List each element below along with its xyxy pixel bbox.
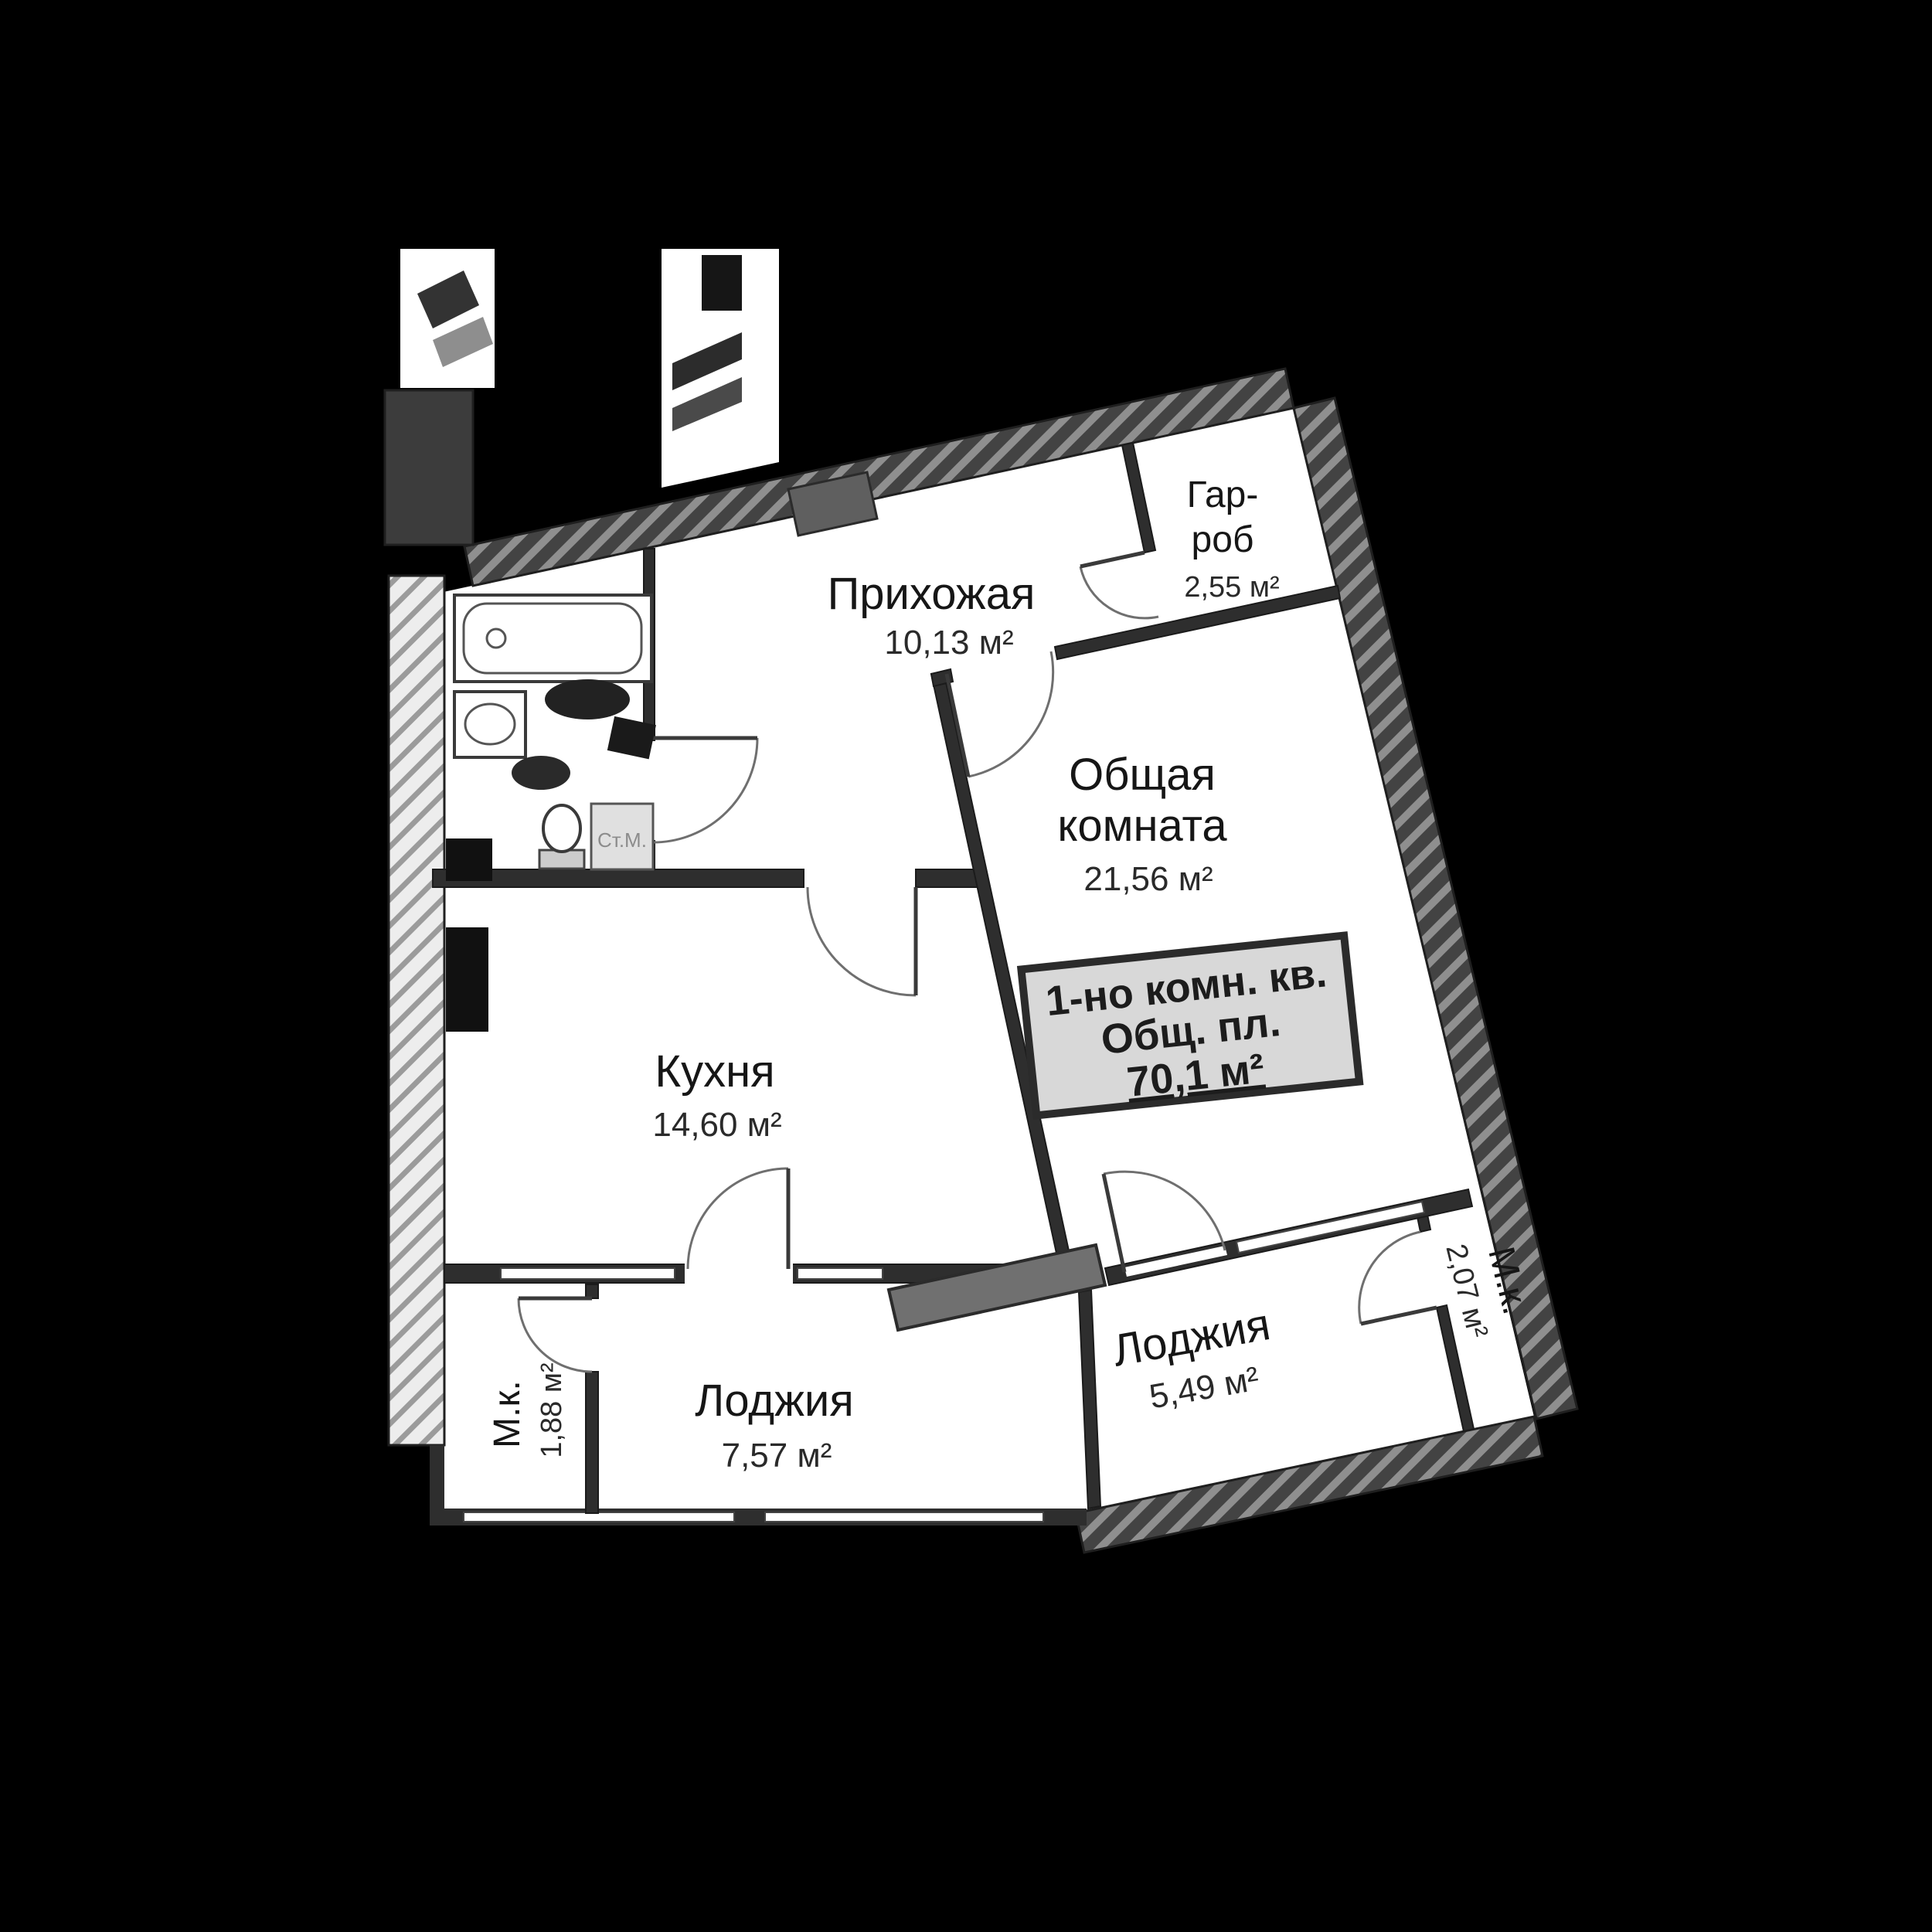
room-label-hallway: Прихожая 10,13 м² [828, 569, 1036, 662]
vent-shaft-2 [446, 927, 488, 1032]
info-box-frame [1016, 931, 1364, 1120]
left-wall [387, 574, 446, 1447]
living-name-1: Общая [1069, 750, 1216, 800]
loggia-left-area: 7,57 м² [722, 1437, 832, 1475]
top-left-wall-block [383, 389, 474, 546]
mk-left-name: М.к. [487, 1380, 528, 1448]
balcony-slab [886, 1243, 1107, 1332]
mk-left-door [517, 1296, 593, 1373]
living-room-door [944, 651, 1055, 778]
fixture-shape [512, 756, 570, 790]
room-label-mk-left: М.к. 1,88 м² [487, 1362, 568, 1458]
kitchen-name: Кухня [655, 1046, 774, 1097]
wardrobe-door [1079, 550, 1159, 620]
doors [517, 550, 1437, 1373]
room-label-loggia-left: Лоджия 7,57 м² [695, 1376, 854, 1475]
vanity-shape [545, 679, 630, 719]
washing-machine-label: Ст.М. [597, 828, 647, 852]
mk-left-wall-upper [585, 1284, 599, 1299]
wardrobe-name-2: роб [1192, 519, 1254, 560]
washing-machine [590, 802, 655, 871]
mk-right-wall-lower [1435, 1304, 1475, 1433]
exterior-entry-graphics [400, 249, 779, 488]
gray-slabs [787, 471, 1107, 1332]
hallway-area: 10,13 м² [884, 624, 1013, 662]
kitchen-door [806, 886, 918, 997]
shaft-slab [787, 471, 879, 537]
living-area: 21,56 м² [1083, 860, 1213, 898]
living-loggia-door [1101, 1170, 1226, 1273]
bathtub-drain [485, 628, 507, 649]
vent-shaft-1 [446, 838, 492, 881]
bathroom-door [652, 736, 759, 844]
living-room-top-wall [1053, 584, 1342, 661]
hallway-name: Прихожая [828, 569, 1036, 619]
kitchen-hallway-wall-stub [915, 869, 978, 888]
loggia-left-name: Лоджия [695, 1376, 854, 1426]
left-lower-wall [430, 1445, 444, 1526]
room-label-living: Общая комната 21,56 м² [1057, 750, 1227, 898]
apartment-info-box: 1-но комн. кв. Общ. пл. 70,1 м² [1016, 931, 1364, 1120]
wardrobe-left-wall [1121, 441, 1157, 554]
wardrobe-name-1: Гар- [1187, 474, 1259, 515]
living-name-2: комната [1057, 801, 1227, 851]
room-label-wardrobe: Гар- роб 2,55 м² [1184, 474, 1279, 604]
right-wall [1292, 396, 1579, 1420]
living-loggia-glazing [1104, 1188, 1474, 1287]
bathroom-fixtures: Ст.М. [453, 594, 656, 871]
outer-walls [383, 367, 1579, 1554]
wardrobe-area: 2,55 м² [1184, 571, 1279, 604]
room-labels: Прихожая 10,13 м² Гар- роб 2,55 м² Общая… [487, 474, 1536, 1475]
kitchen-loggia-door [686, 1167, 791, 1270]
toilet-bowl [542, 804, 582, 853]
mk-right-door [1358, 1230, 1437, 1326]
mk-left-wall-lower [585, 1371, 599, 1514]
left-loggia-glazing [430, 1509, 1087, 1526]
kitchen-area: 14,60 м² [652, 1106, 781, 1144]
mk-left-area: 1,88 м² [536, 1362, 568, 1458]
bathtub [453, 594, 653, 683]
cabinet-shape [607, 716, 656, 760]
room-label-kitchen: Кухня 14,60 м² [652, 1046, 781, 1144]
bottom-right-wall [1074, 1415, 1544, 1554]
